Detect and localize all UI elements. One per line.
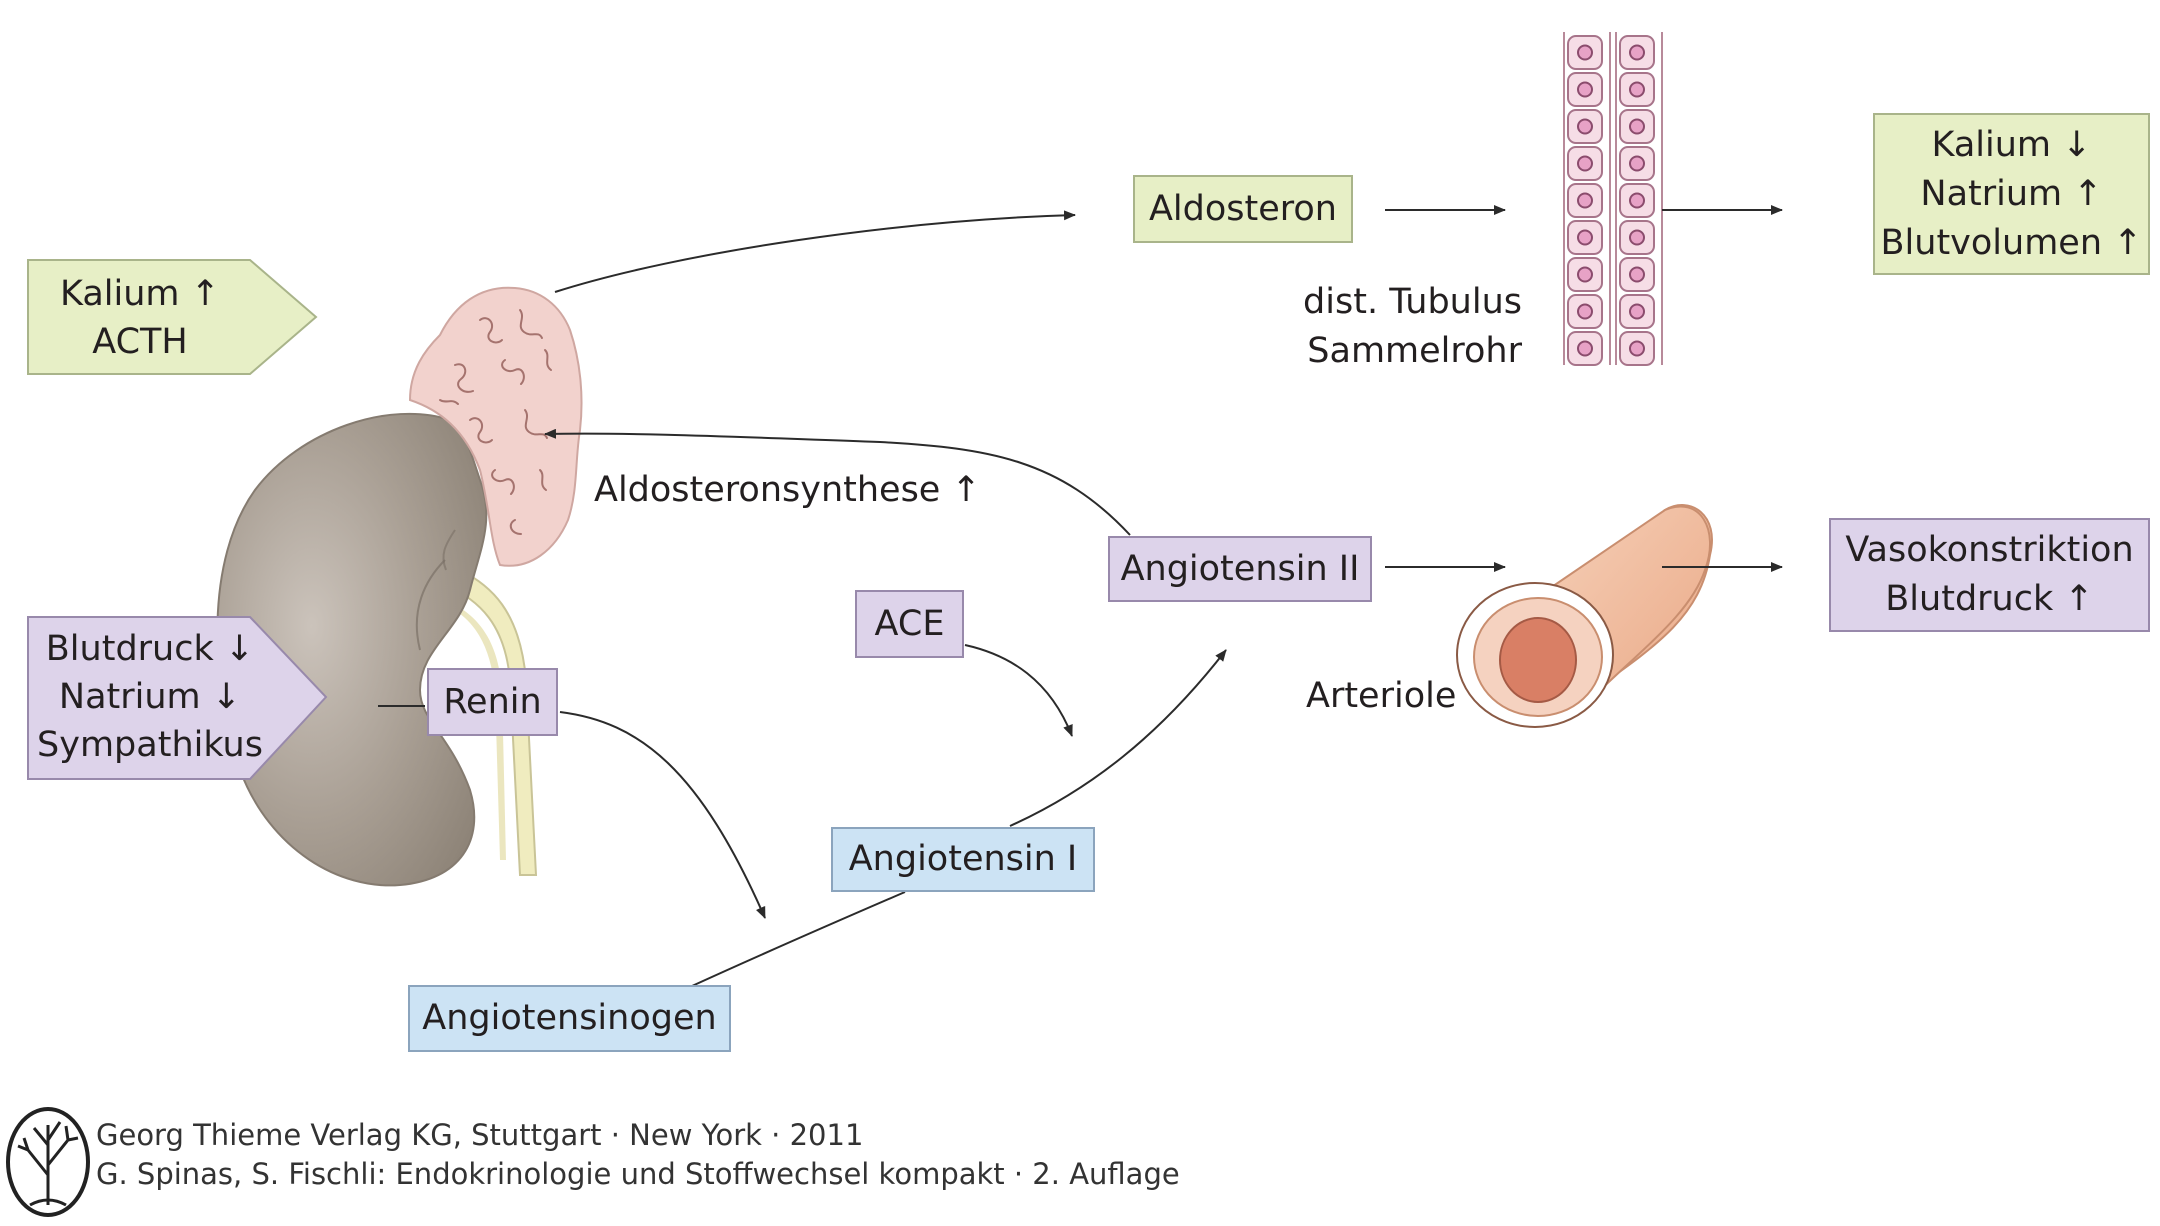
- tubulus-cell-nucleus: [1629, 81, 1645, 98]
- effect-kalium: Kalium ↓: [1931, 124, 2092, 165]
- tubulus-cell-nucleus: [1629, 340, 1645, 357]
- angiotensin-i-label: Angiotensin I: [848, 839, 1078, 879]
- stimulus-kalium: Kalium ↑: [60, 274, 220, 314]
- tubulus-cell-nucleus: [1629, 229, 1645, 246]
- tubulus-cell-nucleus: [1629, 118, 1645, 135]
- arteriole-label: Arteriole: [1306, 676, 1457, 716]
- tubulus-cell-nucleus: [1577, 44, 1593, 61]
- effect-vasokonstriktion: Vasokonstriktion: [1845, 530, 2134, 570]
- tubulus-cell-nucleus: [1629, 44, 1645, 61]
- aldosteron-box: Aldosteron: [1133, 175, 1353, 243]
- publisher-tree-logo: [6, 1107, 90, 1217]
- tubulus-label-1: dist. Tubulus: [1303, 282, 1522, 322]
- stimulus-arrows: [27, 259, 328, 780]
- tubulus-cell-nucleus: [1629, 192, 1645, 209]
- tubulus-cell-nucleus: [1577, 192, 1593, 209]
- ace-label: ACE: [874, 603, 945, 644]
- connector-arrows: [378, 205, 1783, 987]
- adrenal-to-aldosteron-arrow: [554, 210, 1076, 293]
- aldosteron-label: Aldosteron: [1148, 188, 1337, 229]
- renin-to-angiotensinogen-arrow: [559, 711, 766, 919]
- credit-line-2: G. Spinas, S. Fischli: Endokrinologie un…: [96, 1157, 1180, 1191]
- angiotensinogen-to-angiotensin-i-line: [691, 891, 906, 987]
- tubulus-cells-illustration: [1563, 32, 1663, 366]
- angiotensin-i-to-angiotensin-ii-arrow: [1009, 649, 1227, 827]
- tubulus-cell-nucleus: [1577, 266, 1593, 283]
- tubulus-cell-nucleus: [1577, 229, 1593, 246]
- stimulus-arrow-top: [27, 259, 318, 375]
- tubulus-cell-nucleus: [1577, 118, 1593, 135]
- effect-natrium: Natrium ↑: [1920, 173, 2103, 214]
- renin-box: Renin: [427, 668, 558, 736]
- tubulus-label: dist. Tubulus Sammelrohr: [1300, 278, 1522, 376]
- aldosteron-effects-box: Kalium ↓ Natrium ↑ Blutvolumen ↑: [1873, 113, 2150, 275]
- angiotensin-ii-label: Angiotensin II: [1120, 548, 1360, 589]
- angiotensin-ii-box: Angiotensin II: [1108, 536, 1372, 602]
- tubulus-label-2: Sammelrohr: [1307, 331, 1522, 371]
- renin-label: Renin: [443, 681, 542, 722]
- stimulus-top-text: Kalium ↑ ACTH: [30, 270, 250, 366]
- ureter-illustration: [430, 568, 538, 876]
- ace-to-conversion-arrow: [964, 644, 1073, 737]
- ace-box: ACE: [855, 590, 964, 658]
- aldosteronsynthese-label: Aldosteronsynthese ↑: [594, 470, 981, 510]
- angiotensin-ii-to-adrenal-arrow: [544, 428, 1131, 536]
- stimulus-acth: ACTH: [92, 322, 188, 362]
- stimulus-arrow-bottom: [27, 616, 328, 780]
- tubulus-cell-nucleus: [1577, 303, 1593, 320]
- stimulus-blutdruck: Blutdruck ↓: [45, 629, 255, 669]
- kidney-illustration: [216, 412, 488, 887]
- tubulus-cell-nucleus: [1577, 81, 1593, 98]
- effect-blutdruck: Blutdruck ↑: [1885, 579, 2094, 619]
- tubulus-cell-nucleus: [1629, 155, 1645, 172]
- tubulus-cell-nucleus: [1577, 155, 1593, 172]
- stimulus-sympathikus: Sympathikus: [37, 725, 263, 765]
- arteriole-illustration: [1456, 504, 1713, 728]
- effect-blutvolumen: Blutvolumen ↑: [1880, 222, 2143, 263]
- credit-line-1: Georg Thieme Verlag KG, Stuttgart · New …: [96, 1118, 864, 1152]
- angiotensinogen-label: Angiotensinogen: [422, 998, 717, 1038]
- adrenal-gland-illustration: [408, 286, 583, 567]
- angiotensinogen-box: Angiotensinogen: [408, 985, 731, 1052]
- stimulus-bottom-text: Blutdruck ↓ Natrium ↓ Sympathikus: [30, 625, 270, 769]
- tubulus-cell-nucleus: [1629, 266, 1645, 283]
- stimulus-natrium: Natrium ↓: [58, 677, 242, 717]
- angiotensin-effects-box: Vasokonstriktion Blutdruck ↑: [1829, 518, 2150, 632]
- angiotensin-i-box: Angiotensin I: [831, 827, 1095, 892]
- tubulus-cell-nucleus: [1629, 303, 1645, 320]
- tubulus-cell-nucleus: [1577, 340, 1593, 357]
